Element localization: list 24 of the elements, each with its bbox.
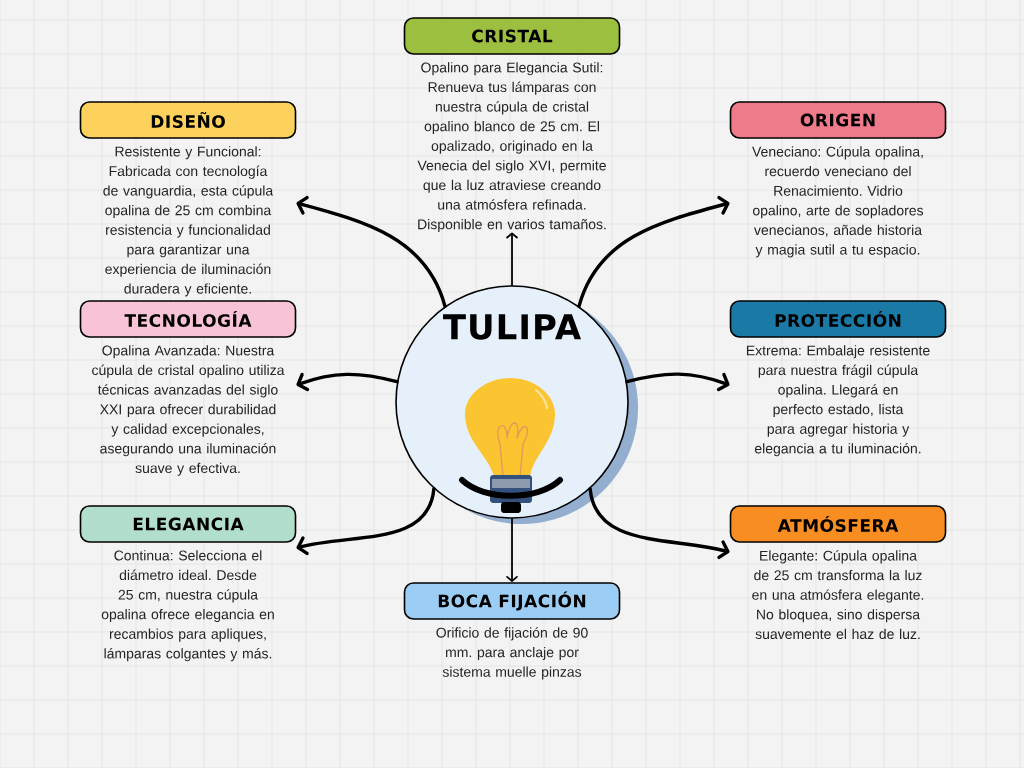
arrow: [506, 232, 518, 287]
description-text: Resistente y Funcional: Fabricada con tecnología de vanguardia, esta cúpula opalina de 25 cm combina resistencia y funcionalidad para garantizar una experiencia de iluminación duradera y eficiente.: [103, 146, 274, 297]
arrow: [506, 517, 518, 582]
description-text: Veneciano: Cúpula opalina, recuerdo veneciano del Renacimiento. Vidrio opalino, arte de sopladores venecianos, añade historia y magia sutil a tu espacio.: [752, 146, 924, 258]
arrow: [625, 372, 730, 392]
heading-box: DISEÑO: [79, 101, 297, 139]
heading-box: PROTECCIÓN: [729, 300, 947, 338]
heading-box: ELEGANCIA: [79, 505, 297, 543]
heading-box: BOCA FIJACIÓN: [403, 582, 621, 620]
heading-box: ATMÓSFERA: [729, 505, 947, 543]
heading-box: CRISTAL: [403, 17, 621, 55]
description-text: Opalino para Elegancia Sutil: Renueva tus lámparas con nuestra cúpula de cristal opalino blanco de 25 cm. El opalizado, originado en la Venecia del siglo XVI, permite que la luz atraviese creando una atmósfera refinada. Disponible en varios tamaños.: [417, 62, 606, 233]
description-text: Opalina Avanzada: Nuestra cúpula de cristal opalino utiliza técnicas avanzadas del siglo XXI para ofrecer durabilidad y calidad excepcionales, asegurando una iluminación suave y efectiva.: [92, 345, 285, 476]
arrow: [296, 195, 447, 308]
arrow: [577, 195, 730, 308]
description-text: Continua: Selecciona el diámetro ideal. Desde 25 cm, nuestra cúpula opalina ofrece elegancia en recambios para apliques, lámparas colgantes y más.: [101, 550, 274, 662]
description-text: Elegante: Cúpula opalina de 25 cm transforma la luz en una atmósfera elegante. No bloquea, sino dispersa suavemente el haz de luz.: [752, 550, 924, 640]
description-text: Extrema: Embalaje resistente para nuestra frágil cúpula opalina. Llegará en perfecto estado, lista para agregar historia y elegancia a tu iluminación.: [746, 345, 930, 457]
heading-box: ORIGEN: [729, 101, 947, 139]
arrow: [296, 487, 436, 556]
description-text: Orificio de fijación de 90 mm. para anclaje por sistema muelle pinzas: [436, 627, 588, 680]
heading-box: TECNOLOGÍA: [79, 300, 297, 338]
arrow: [296, 372, 399, 392]
arrow: [588, 487, 730, 560]
